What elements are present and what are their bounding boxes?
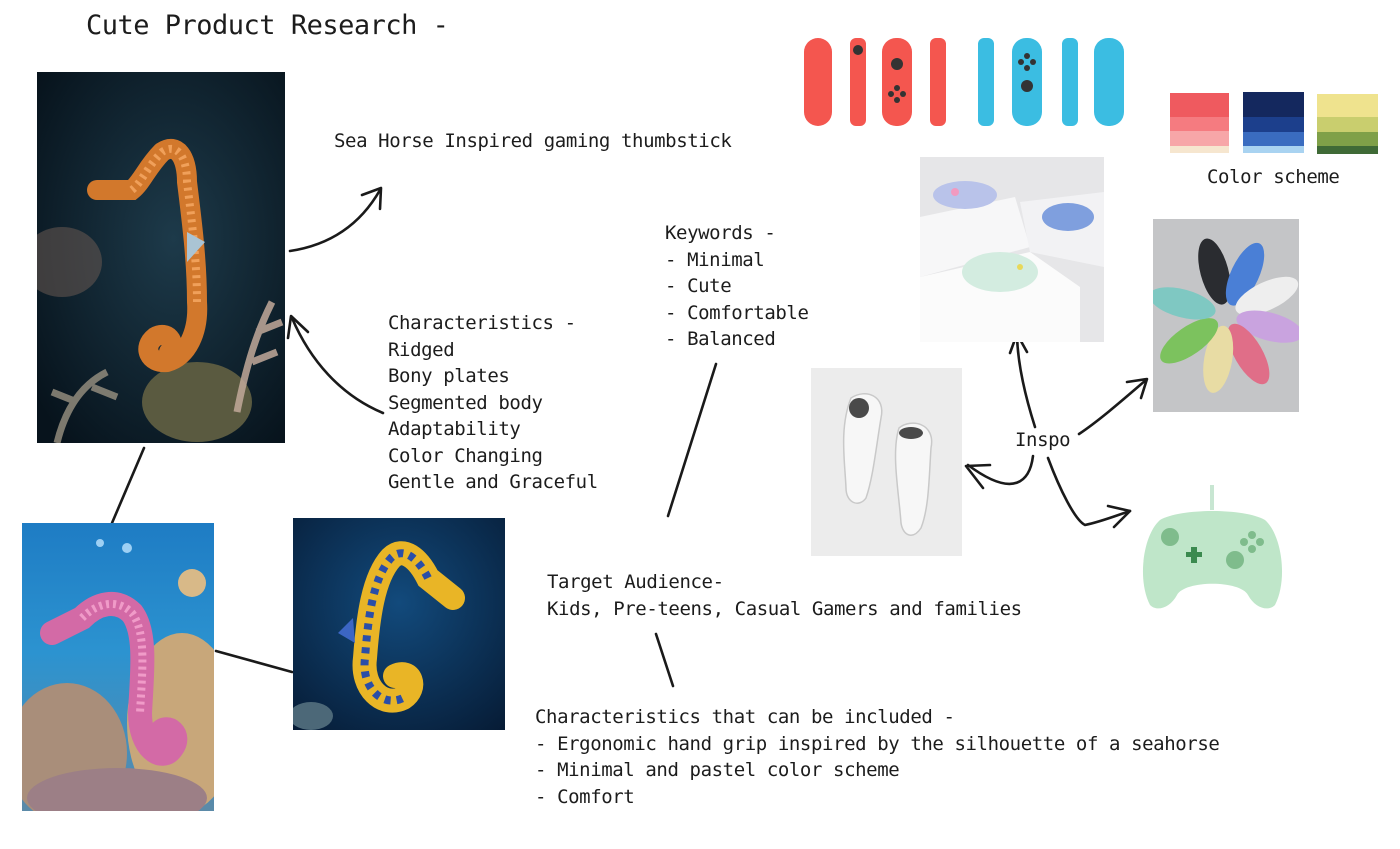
swatch-red-1 (1170, 93, 1229, 117)
swatch-blue-2 (1243, 117, 1304, 132)
target-audience-text: Kids, Pre-teens, Casual Gamers and famil… (547, 597, 1022, 620)
arrow-inspo-to-fan (1077, 378, 1148, 436)
characteristics-block: Characteristics - Ridged Bony plates Seg… (388, 310, 598, 496)
arrow-characteristics-to-seahorse (290, 316, 385, 415)
pink-seahorse-photo (22, 523, 214, 811)
palette-green (1317, 94, 1378, 154)
keyword-item: - Cute (665, 275, 732, 297)
mint-controller-photo (1140, 480, 1285, 610)
arrow-inspo-to-green (1046, 456, 1132, 527)
keyword-item: - Balanced (665, 328, 776, 350)
included-item: - Minimal and pastel color scheme (535, 759, 900, 781)
characteristic-item: Color Changing (388, 444, 543, 467)
keywords-block: Keywords - - Minimal - Cute - Comfortabl… (665, 220, 809, 353)
target-audience-block: Target Audience- Kids, Pre-teens, Casual… (547, 569, 1022, 622)
color-scheme-label: Color scheme (1207, 166, 1340, 188)
motion-controllers-photo (811, 368, 962, 556)
swatch-green-3 (1317, 132, 1378, 146)
thumbstick-caption: Sea Horse Inspired gaming thumbstick (334, 130, 732, 152)
swatch-blue-1 (1243, 92, 1304, 117)
page-title: Cute Product Research - (86, 10, 449, 41)
multicolor-controllers-photo (1153, 219, 1299, 412)
arrow-inspo-to-pastel (1015, 334, 1037, 429)
orange-seahorse-photo (37, 72, 285, 443)
keyword-line (666, 362, 718, 518)
characteristic-item: Adaptability (388, 418, 521, 440)
keyword-item: - Comfortable (665, 301, 809, 324)
swatch-red-3 (1170, 131, 1229, 146)
swatch-blue-4 (1243, 146, 1304, 153)
inspo-label: Inspo (1015, 429, 1071, 451)
line-pink-to-blue (214, 649, 294, 674)
swatch-red-4 (1170, 146, 1229, 153)
characteristic-item: Bony plates (388, 365, 510, 387)
swatch-green-4 (1317, 146, 1378, 154)
arrow-to-thumbstick (288, 188, 382, 253)
swatch-red-2 (1170, 117, 1229, 131)
line-orange-to-pink (110, 446, 146, 525)
keywords-heading: Keywords - (665, 222, 776, 244)
audience-line (654, 632, 675, 688)
characteristic-item: Segmented body (388, 391, 543, 414)
handheld-controllers-photo (800, 36, 1130, 128)
arrow-inspo-to-vr (966, 454, 1035, 486)
characteristics-heading: Characteristics - (388, 312, 576, 334)
included-characteristics-block: Characteristics that can be included - -… (535, 704, 1220, 810)
swatch-green-1 (1317, 94, 1378, 117)
pastel-controllers-photo (920, 157, 1104, 342)
swatch-blue-3 (1243, 132, 1304, 146)
palette-red (1170, 93, 1229, 153)
keyword-item: - Minimal (665, 248, 765, 271)
blue-yellow-seahorse-photo (293, 518, 505, 730)
included-item: - Comfort (535, 785, 635, 808)
palette-blue (1243, 92, 1304, 153)
included-item: - Ergonomic hand grip inspired by the si… (535, 732, 1220, 755)
characteristic-item: Ridged (388, 338, 455, 361)
included-heading: Characteristics that can be included - (535, 706, 955, 728)
characteristic-item: Gentle and Graceful (388, 471, 598, 493)
swatch-green-2 (1317, 117, 1378, 132)
target-audience-heading: Target Audience- (547, 571, 724, 593)
